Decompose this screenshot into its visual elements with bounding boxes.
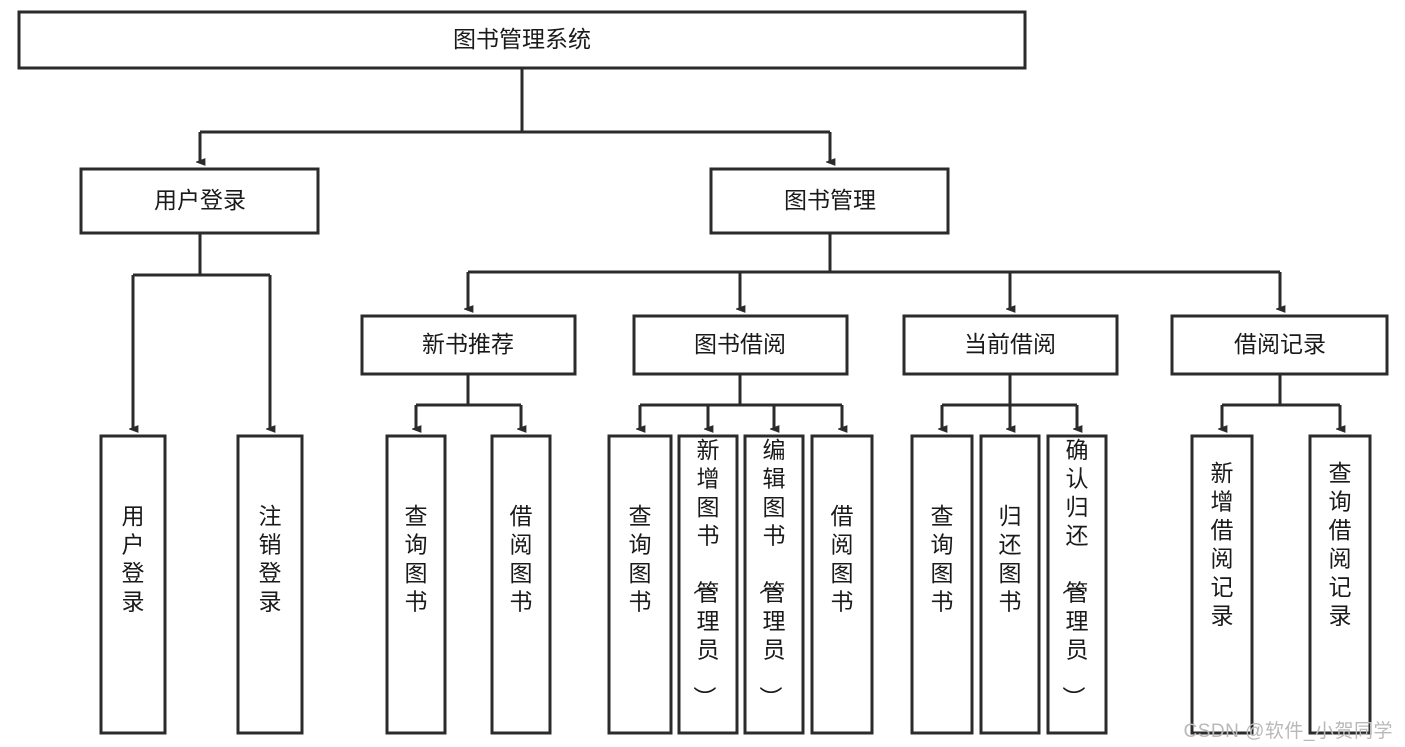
node-borrow-record-box[interactable] (1170, 314, 1389, 376)
node-leaf-borrow-book-1-box[interactable] (490, 434, 552, 735)
node-book-borrow[interactable]: 图书借阅 (632, 314, 849, 376)
node-new-book-recommend-box[interactable] (360, 314, 577, 376)
node-leaf-borrow-book-1[interactable]: 借阅图书 (490, 434, 552, 735)
node-leaf-query-book-3-label: 查询图书 (931, 503, 954, 615)
node-leaf-query-record[interactable]: 查询借阅记录 (1308, 434, 1372, 735)
node-leaf-user-logout-label: 注销登录 (259, 503, 282, 615)
node-leaf-return-book[interactable]: 归还图书 (979, 434, 1041, 735)
node-leaf-add-record-label: 新增借阅记录 (1211, 460, 1234, 629)
node-new-book-recommend[interactable]: 新书推荐 (360, 314, 577, 376)
node-book-manage[interactable]: 图书管理 (709, 167, 950, 235)
node-leaf-add-book-label: 新增图书（管理员） (692, 437, 720, 709)
node-borrow-record-label: 借阅记录 (1234, 331, 1326, 357)
node-leaf-user-logout[interactable]: 注销登录 (236, 434, 304, 735)
node-leaf-borrow-book-2[interactable]: 借阅图书 (810, 434, 874, 735)
node-book-manage-box[interactable] (709, 167, 950, 235)
node-leaf-query-book-2-label: 查询图书 (629, 503, 652, 615)
node-book-borrow-label: 图书借阅 (694, 331, 786, 357)
node-user-login-box[interactable] (79, 167, 320, 235)
node-current-borrow[interactable]: 当前借阅 (902, 314, 1119, 376)
node-leaf-return-book-box[interactable] (979, 434, 1041, 735)
node-leaf-user-login[interactable]: 用户登录 (99, 434, 167, 735)
node-leaf-query-book-1[interactable]: 查询图书 (385, 434, 447, 735)
node-current-borrow-label: 当前借阅 (964, 331, 1056, 357)
node-leaf-query-book-2[interactable]: 查询图书 (607, 434, 673, 735)
node-leaf-query-record-box[interactable] (1308, 434, 1372, 735)
connector-layer (133, 68, 1340, 429)
node-leaf-query-book-3-box[interactable] (910, 434, 974, 735)
node-borrow-record[interactable]: 借阅记录 (1170, 314, 1389, 376)
node-leaf-user-login-label: 用户登录 (122, 503, 145, 615)
node-leaf-borrow-book-2-label: 借阅图书 (831, 503, 854, 615)
node-leaf-query-book-1-box[interactable] (385, 434, 447, 735)
node-current-borrow-box[interactable] (902, 314, 1119, 376)
node-leaf-confirm-return-box[interactable] (1046, 434, 1108, 735)
node-leaf-return-book-label: 归还图书 (999, 503, 1022, 615)
node-leaf-query-record-label: 查询借阅记录 (1329, 460, 1352, 629)
csdn-watermark: CSDN @软件_小贺同学 (1183, 721, 1393, 742)
node-leaf-borrow-book-1-label: 借阅图书 (510, 503, 533, 615)
node-root-label: 图书管理系统 (453, 26, 591, 52)
node-leaf-confirm-return-label: 确认归还（管理员） (1061, 437, 1089, 709)
node-leaf-confirm-return[interactable]: 确认归还（管理员） (1046, 434, 1108, 735)
node-leaf-add-book-box[interactable] (677, 434, 739, 735)
node-leaf-query-book-3[interactable]: 查询图书 (910, 434, 974, 735)
node-book-borrow-box[interactable] (632, 314, 849, 376)
node-leaf-query-book-1-label: 查询图书 (405, 503, 428, 615)
node-user-login-label: 用户登录 (154, 187, 246, 213)
node-leaf-borrow-book-2-box[interactable] (810, 434, 874, 735)
node-root[interactable]: 图书管理系统 (17, 10, 1027, 70)
node-leaf-edit-book-label: 编辑图书（管理员） (758, 437, 786, 709)
node-leaf-add-book[interactable]: 新增图书（管理员） (677, 434, 739, 735)
node-book-manage-label: 图书管理 (784, 187, 876, 213)
node-leaf-user-logout-box[interactable] (236, 434, 304, 735)
node-leaf-query-book-2-box[interactable] (607, 434, 673, 735)
node-leaf-add-record-box[interactable] (1190, 434, 1254, 735)
node-leaf-add-record[interactable]: 新增借阅记录 (1190, 434, 1254, 735)
node-root-box[interactable] (17, 10, 1027, 70)
node-leaf-edit-book[interactable]: 编辑图书（管理员） (743, 434, 805, 735)
node-new-book-recommend-label: 新书推荐 (422, 331, 514, 357)
node-leaf-user-login-box[interactable] (99, 434, 167, 735)
node-user-login[interactable]: 用户登录 (79, 167, 320, 235)
node-leaf-edit-book-box[interactable] (743, 434, 805, 735)
